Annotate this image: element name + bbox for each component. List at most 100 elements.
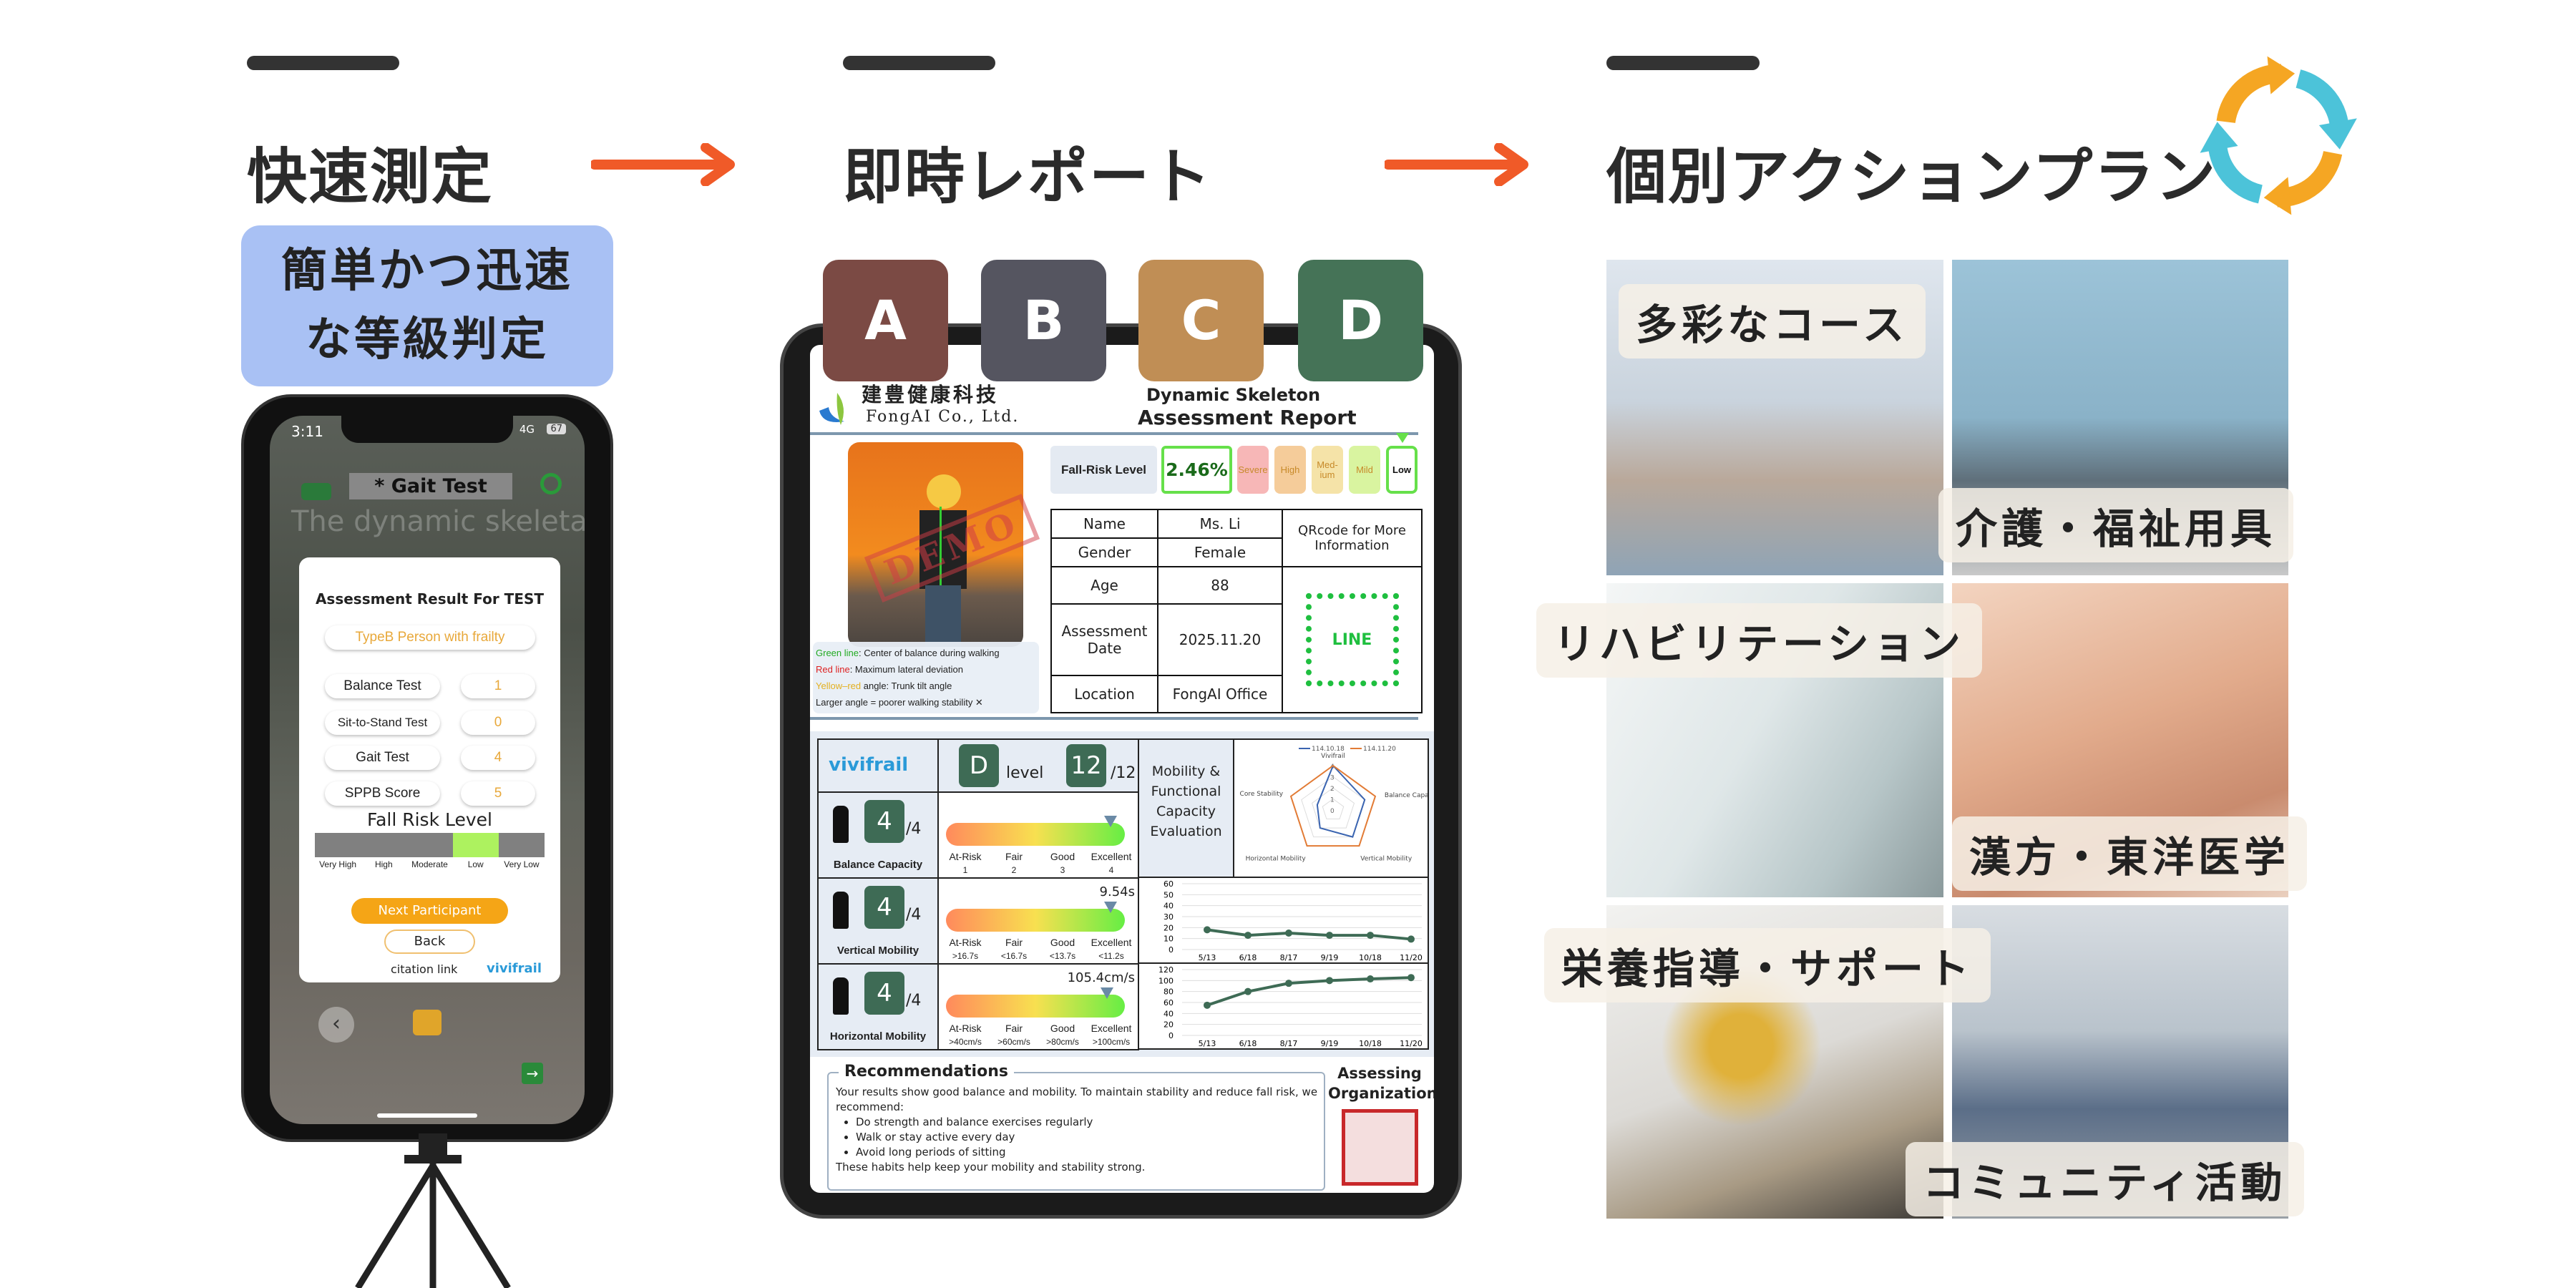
assessment-report: 建豊健康科技 FongAI Co., Ltd. Dynamic Skeleton… bbox=[810, 345, 1434, 1193]
qr-code[interactable]: LINE bbox=[1282, 566, 1423, 713]
metric-score-badge: 4 bbox=[864, 972, 904, 1015]
citation-link[interactable]: citation link bbox=[391, 962, 458, 976]
metric-tick: At-Risk>16.7s bbox=[942, 936, 989, 963]
risk-level-label: Moderate bbox=[411, 859, 448, 869]
balance-line bbox=[940, 507, 942, 585]
trend-point bbox=[1244, 932, 1252, 940]
back-arrow-icon[interactable]: ‹ bbox=[318, 1007, 354, 1043]
metric-name: Balance Capacity bbox=[833, 859, 923, 871]
metric-score-badge: 4 bbox=[864, 800, 904, 843]
metric-gradient-bar bbox=[946, 909, 1125, 932]
tab-c[interactable]: C bbox=[1138, 260, 1264, 381]
trend-point bbox=[1326, 977, 1333, 985]
metric-tick: Good >80cm/s bbox=[1039, 1022, 1086, 1049]
badge-line-2: な等級判定 bbox=[306, 313, 549, 366]
radar-legend-label: 114.10.18 bbox=[1312, 746, 1345, 753]
risk-segment bbox=[498, 833, 545, 857]
tripod-icon bbox=[355, 1133, 511, 1288]
status-time: 3:11 bbox=[291, 423, 323, 440]
refresh-icon[interactable] bbox=[540, 473, 562, 494]
lock-icon[interactable] bbox=[413, 1010, 441, 1035]
trend-line bbox=[1206, 976, 1412, 1007]
x-tick-label: 11/20 bbox=[1400, 1039, 1423, 1048]
y-tick-label: 10 bbox=[1163, 935, 1174, 944]
selected-marker-icon bbox=[1396, 433, 1409, 443]
quick-grading-badge: 簡単かつ迅速 な等級判定 bbox=[241, 225, 613, 386]
metric-tick-threshold: >100cm/s bbox=[1092, 1037, 1131, 1047]
x-tick-label: 6/18 bbox=[1239, 953, 1257, 962]
metric-tick: Excellent<11.2s bbox=[1088, 936, 1135, 963]
radar-legend-label: 114.11.20 bbox=[1363, 746, 1396, 753]
next-participant-button[interactable]: Next Participant bbox=[351, 898, 508, 924]
metric-tick-threshold: 4 bbox=[1108, 865, 1114, 875]
standing-person-icon bbox=[833, 806, 849, 843]
level-label: level bbox=[1006, 764, 1044, 782]
level-badge: D bbox=[959, 744, 999, 787]
report-title-2: Assessment Report bbox=[1138, 406, 1357, 429]
tab-a[interactable]: A bbox=[823, 260, 948, 381]
legend-text: Larger angle = poorer walking stability … bbox=[816, 697, 983, 708]
legend-text: : Maximum lateral deviation bbox=[849, 664, 963, 675]
vivifrail-logo: vivifrail bbox=[487, 961, 542, 976]
legend-key: Red line bbox=[816, 664, 850, 675]
forward-arrow-icon[interactable]: → bbox=[522, 1063, 543, 1084]
trend-point bbox=[1367, 932, 1374, 940]
home-indicator bbox=[377, 1113, 477, 1118]
y-tick-label: 80 bbox=[1163, 987, 1174, 997]
risk-segment bbox=[452, 833, 499, 857]
severity-high: High bbox=[1274, 446, 1306, 494]
metric-marker-icon bbox=[1104, 902, 1117, 913]
metric-tick-label: Fair bbox=[1005, 851, 1023, 862]
line-qr-icon[interactable]: LINE bbox=[1305, 593, 1399, 687]
metric-score-max: /4 bbox=[906, 992, 922, 1010]
total-score-max: /12 bbox=[1111, 764, 1136, 782]
severity-severe: Severe bbox=[1237, 446, 1269, 494]
trend-point bbox=[1407, 935, 1415, 943]
metric-tick-threshold: >80cm/s bbox=[1046, 1037, 1079, 1047]
trend-point bbox=[1204, 1001, 1211, 1009]
result-value: 4 bbox=[461, 746, 535, 770]
plan-label-rehabilitation: リハビリテーション bbox=[1536, 603, 1982, 678]
back-button[interactable]: Back bbox=[384, 930, 475, 954]
step-1-title: 快速測定 bbox=[247, 142, 494, 212]
recommendations-box bbox=[827, 1072, 1325, 1191]
radar-series-114.11.20 bbox=[1289, 764, 1377, 847]
metric-marker-icon bbox=[1101, 987, 1113, 999]
company-name-en: FongAI Co., Ltd. bbox=[866, 408, 1020, 426]
trend-point bbox=[1204, 926, 1211, 934]
risk-level-label: Very High bbox=[319, 859, 357, 869]
metric-tick-label: Good bbox=[1050, 851, 1075, 862]
info-value: Ms. Li bbox=[1157, 508, 1283, 540]
y-tick-label: 20 bbox=[1163, 923, 1174, 932]
x-tick-label: 9/19 bbox=[1321, 953, 1339, 962]
metric-tick-threshold: 1 bbox=[962, 865, 968, 875]
metric-tick-label: Good bbox=[1050, 1023, 1075, 1034]
risk-segment bbox=[406, 833, 453, 857]
tab-b[interactable]: B bbox=[981, 260, 1106, 381]
camera-icon[interactable] bbox=[301, 483, 331, 500]
frailty-type: TypeB Person with frailty bbox=[325, 625, 535, 650]
report-title-1: Dynamic Skeleton bbox=[1146, 385, 1321, 405]
result-label: Balance Test bbox=[325, 674, 440, 698]
trend-point bbox=[1285, 930, 1292, 937]
y-tick-label: 40 bbox=[1163, 902, 1174, 911]
severity-medium: Med-ium bbox=[1312, 446, 1343, 494]
metric-value: 105.4cm/s bbox=[1067, 970, 1135, 985]
radar-grid bbox=[1311, 787, 1355, 829]
radar-axis-label: Balance Capacity bbox=[1385, 792, 1428, 799]
risk-segment bbox=[361, 833, 407, 857]
metric-tick-threshold: 3 bbox=[1060, 865, 1065, 875]
tab-d[interactable]: D bbox=[1298, 260, 1423, 381]
trend-point bbox=[1244, 987, 1252, 995]
info-value: 88 bbox=[1157, 566, 1283, 605]
phone-notch bbox=[341, 416, 513, 443]
